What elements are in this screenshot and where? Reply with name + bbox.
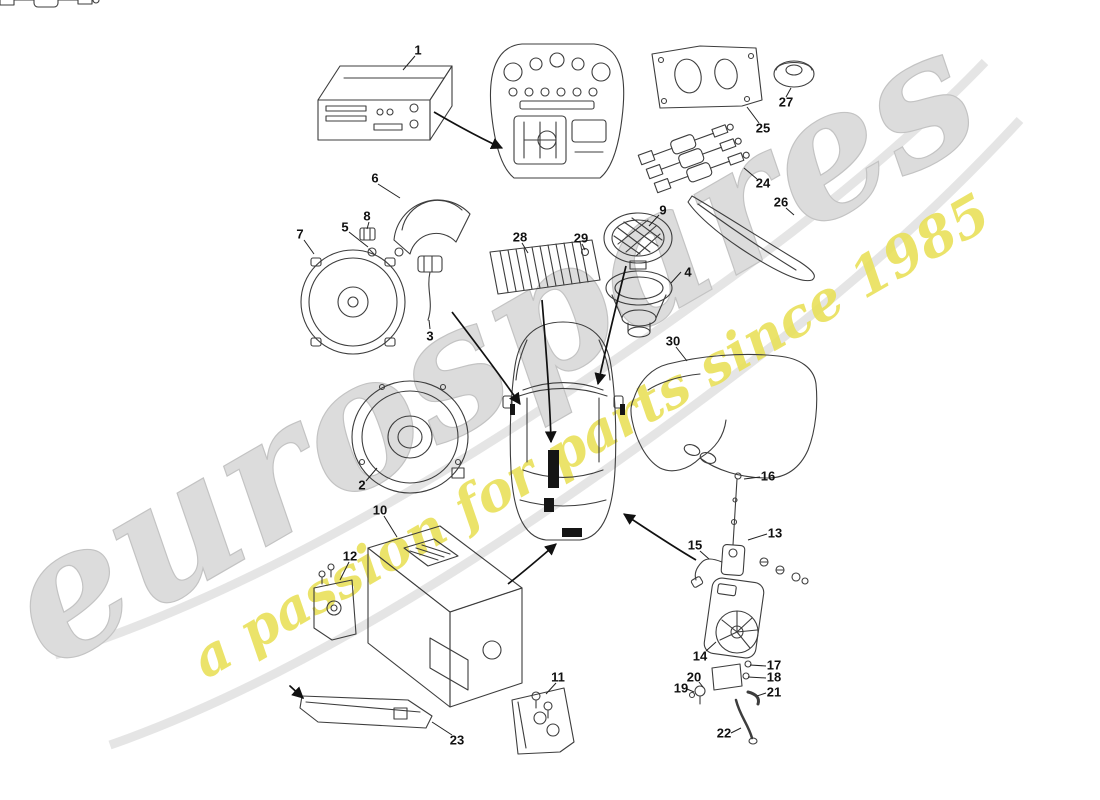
callout-8: 8 (363, 208, 371, 224)
callout-11: 11 (551, 669, 565, 685)
callout-25: 25 (755, 120, 771, 136)
center-console-part (489, 43, 625, 179)
callout-6: 6 (371, 170, 379, 186)
console-moulding-part (630, 353, 818, 479)
front-speaker-bezel-part (300, 247, 406, 355)
callout-14: 14 (692, 648, 708, 664)
wiring-harness-part (0, 0, 752, 196)
callout-7: 7 (296, 226, 304, 242)
mounting-bracket-right-part (511, 687, 575, 755)
grommet-part (773, 60, 815, 88)
callout-28: 28 (512, 229, 528, 245)
car-top-view (502, 321, 625, 541)
callout-3: 3 (426, 328, 434, 344)
cd-changer-part (367, 525, 523, 708)
washer-part (688, 691, 696, 699)
callout-16: 16 (760, 468, 776, 484)
callout-9: 9 (659, 202, 667, 218)
watermark-swoosh-upper (53, 58, 989, 660)
speaker-driver-part (605, 270, 673, 338)
speaker-hood-part (393, 199, 471, 255)
mounting-bracket-left-part (313, 563, 357, 641)
fitting-arrows (433, 111, 697, 585)
callout-29: 29 (573, 230, 589, 246)
drain-tube-part (734, 698, 754, 740)
callout-21: 21 (766, 684, 782, 700)
callout-12: 12 (342, 548, 358, 564)
callout-2: 2 (358, 477, 366, 493)
antenna-assembly-part (688, 472, 809, 745)
watermark-swoosh-lower (108, 116, 1024, 750)
amplifier-screw-part (580, 247, 590, 257)
antenna-base-part (720, 543, 746, 577)
callout-15: 15 (687, 537, 703, 553)
callout-4: 4 (684, 264, 692, 280)
clip-part (359, 227, 376, 241)
trim-strip-part (687, 195, 815, 282)
callout-20: 20 (686, 669, 702, 685)
door-speaker-part (351, 380, 469, 494)
callout-26: 26 (773, 194, 789, 210)
amplifier-part (489, 239, 601, 295)
connector-lead-part (417, 255, 443, 321)
bolt-part (694, 685, 706, 697)
callout-22: 22 (716, 725, 732, 741)
callout-24: 24 (755, 175, 771, 191)
oval-speaker-part (603, 212, 673, 270)
callout-5: 5 (341, 219, 349, 235)
callout-10: 10 (372, 502, 388, 518)
hose-part (746, 690, 760, 706)
callout-23: 23 (449, 732, 465, 748)
antenna-tip-part (734, 472, 742, 480)
callout-17: 17 (766, 657, 782, 673)
location-marker (510, 404, 515, 415)
antenna-bracket-part (711, 663, 743, 691)
callout-30: 30 (665, 333, 681, 349)
location-marker (544, 498, 554, 512)
callout-27: 27 (778, 94, 794, 110)
location-marker (620, 404, 625, 415)
radio-head-unit-part (317, 65, 453, 141)
location-marker (562, 528, 582, 537)
location-marker (548, 450, 559, 488)
lower-trim-part (289, 685, 433, 729)
leader-lines (303, 55, 795, 736)
callout-13: 13 (767, 525, 783, 541)
callout-18: 18 (766, 669, 782, 685)
antenna-cable-part (694, 558, 723, 581)
mounting-plate-part (651, 45, 763, 109)
antenna-motor-part (703, 577, 765, 659)
callout-1: 1 (414, 42, 422, 58)
callout-19: 19 (673, 680, 689, 696)
